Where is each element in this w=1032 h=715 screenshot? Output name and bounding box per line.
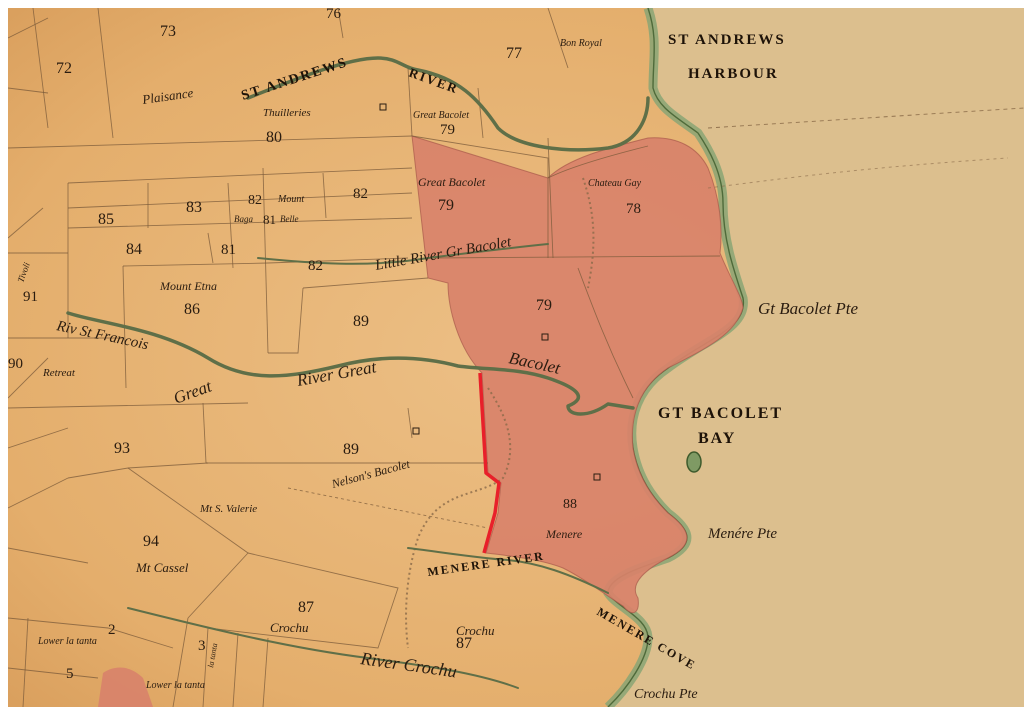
plot-82b: 82 [353,186,368,202]
plot-86: 86 [184,301,200,318]
plot-85: 85 [98,211,114,228]
estate-lower-la-tanta: Lower la tanta [37,636,97,647]
plot-91: 91 [23,289,38,305]
estate-lower-la-tanta-2: Lower la tanta [145,680,205,691]
label-menere-pt: Menére Pte [707,526,777,542]
estate-crochu-87: Crochu [270,620,309,635]
estate-mt-cassel: Mt Cassel [135,560,189,575]
shaded-estate-edge [411,135,744,614]
label-bay-1: GT BACOLET [658,405,783,422]
plot-5: 5 [66,666,74,682]
boundary-79-78 [411,135,549,258]
estate-mt-st-valerie: Mt S. Valerie [199,503,257,515]
estate-great-bacolet-top: Great Bacolet [413,110,469,121]
plot-78: 78 [626,201,641,217]
plot-87a: 87 [298,599,314,616]
great-river [66,311,635,416]
estate-baga: Baga [234,214,253,224]
rivers [66,56,650,689]
little-river [257,243,549,265]
label-harbour-2: HARBOUR [688,66,779,82]
plot-87b: 87 [456,635,472,652]
plot-93: 93 [114,440,130,457]
plot-2: 2 [108,622,116,638]
plot-82a: 82 [248,193,262,208]
plot-83: 83 [186,199,202,216]
estate-menere: Menere [545,527,583,541]
estate-retreat: Retreat [42,367,76,379]
map-canvas: ST ANDREWS HARBOUR GT BACOLET BAY MENERE… [8,8,1024,707]
plot-72: 72 [56,60,72,77]
estate-belle: Belle [280,214,299,224]
estate-plaisance: Plaisance [140,85,194,107]
menere-river [407,547,609,594]
plot-79a: 79 [440,122,455,138]
plot-80: 80 [266,129,282,146]
plot-82c: 82 [308,258,323,274]
plot-77: 77 [506,45,522,62]
estate-crochu-87b: Crochu [456,623,495,638]
estate-bon-royal: Bon Royal [560,38,602,49]
estate-mount: Mount [277,194,304,205]
plot-76: 76 [326,8,342,22]
estate-great-bacolet: Great Bacolet [418,175,486,189]
plot-79c: 79 [536,297,552,314]
roads-dotted [405,157,1009,649]
highlighted-boundary [478,372,501,554]
historical-estate-map: ST ANDREWS HARBOUR GT BACOLET BAY MENERE… [8,8,1024,707]
estate-chateau: Chateau Gay [588,178,642,189]
estate-la-tanta: la tanta [206,642,219,668]
estate-thuilleries: Thuilleries [263,107,311,119]
shaded-estate [412,136,743,613]
plot-88: 88 [563,497,577,512]
plot-90: 90 [8,356,23,372]
boundary-79-lower [427,255,721,259]
sea-area [608,8,1024,707]
label-gt-bacolet-pt: Gt Bacolet Pte [758,299,859,318]
shaded-plot-small [98,667,153,707]
st-andrews-river [246,56,650,152]
label-crochu-pt: Crochu Pte [634,687,698,702]
label-harbour-1: ST ANDREWS [668,32,786,48]
plot-73: 73 [160,23,176,40]
river-crochu [127,607,519,689]
plot-84: 84 [126,241,142,258]
plot-94: 94 [143,533,159,550]
building-markers [379,103,601,481]
plot-89b: 89 [343,441,359,458]
plot-81b: 81 [221,242,236,258]
label-bay-2: BAY [698,430,736,447]
estate-mount-etna: Mount Etna [159,279,217,293]
plot-89a: 89 [353,313,369,330]
plot-3: 3 [198,638,206,654]
boundary-chateau [547,145,649,179]
plot-79b: 79 [438,197,454,214]
island [686,451,702,473]
plot-81a: 81 [263,212,276,227]
boundary-internal [577,267,634,399]
